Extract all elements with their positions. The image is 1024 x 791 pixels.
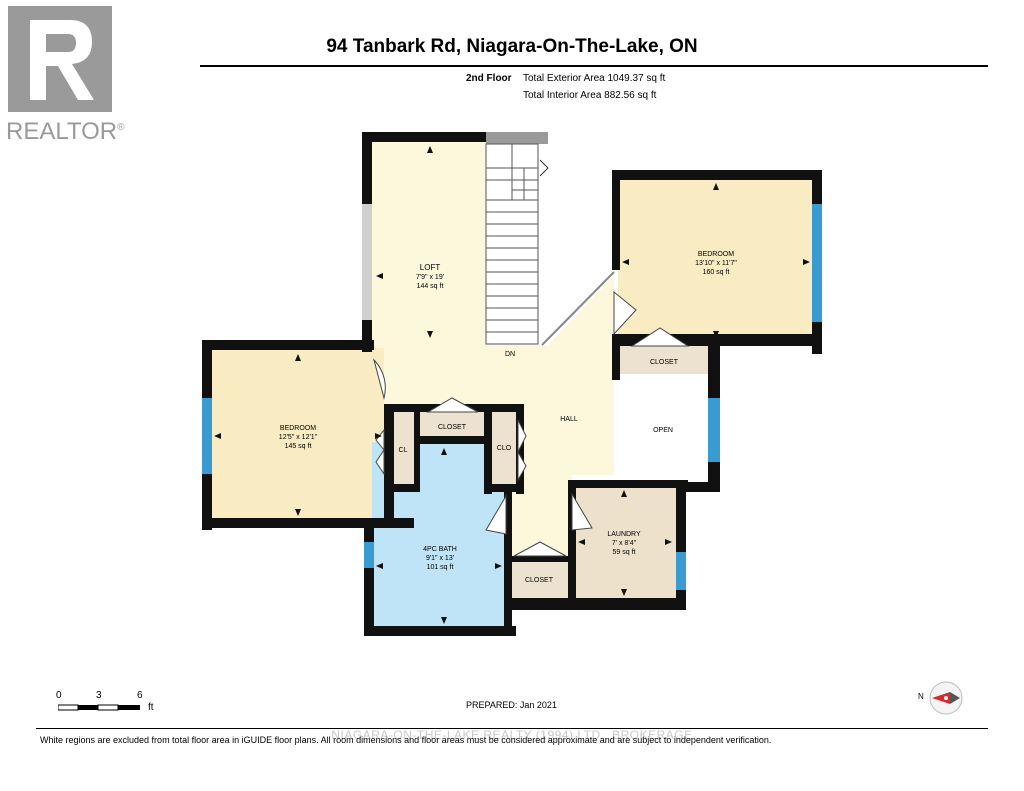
disclaimer-text: White regions are excluded from total fl… — [40, 735, 772, 745]
realtor-r-icon — [30, 20, 94, 100]
closet-right-floor — [620, 346, 708, 374]
clo-floor — [490, 412, 518, 484]
staircase — [485, 143, 549, 345]
bedroom-left-area: 145 sq ft — [285, 443, 312, 450]
closet-bottom-floor — [510, 560, 572, 598]
realtor-logo-text: REALTOR® — [6, 118, 125, 145]
stair-railing — [541, 271, 615, 346]
laundry-dims: 7' x 8'4" — [612, 540, 637, 547]
brokerage-watermark: NIAGARA-ON-THE-LAKE REALTY (1994) LTD., … — [331, 728, 693, 742]
bath-dims: 9'1" x 13' — [426, 555, 454, 562]
open-area-floor — [616, 376, 716, 486]
doors — [373, 290, 690, 557]
closet-bottom-label: CLOSET — [525, 577, 554, 584]
compass-north-label: N — [918, 692, 924, 701]
prepared-date: PREPARED: Jan 2021 — [466, 700, 557, 710]
bedroom-right-name: BEDROOM — [698, 251, 734, 258]
bedroom-left-dims: 12'5" x 12'1" — [279, 434, 318, 441]
compass-icon — [929, 681, 963, 715]
clo-label: CLO — [497, 445, 512, 452]
scale-tick-3: 3 — [96, 690, 102, 701]
closet-right-label: CLOSET — [650, 359, 679, 366]
realtor-logo-mark — [8, 6, 112, 112]
closet-top-label: CLOSET — [438, 424, 467, 431]
loft-hall-floor — [370, 140, 614, 560]
floor-label: 2nd Floor — [466, 73, 512, 84]
bedroom-left-floor — [210, 348, 384, 520]
bedroom-right-area: 160 sq ft — [703, 269, 730, 276]
dimension-arrows — [214, 146, 810, 624]
interior-area: Total Interior Area 882.56 sq ft — [523, 90, 657, 101]
page-title: 94 Tanbark Rd, Niagara-On-The-Lake, ON — [326, 36, 698, 57]
windows — [202, 204, 822, 590]
stair-floor — [486, 140, 542, 345]
exterior-area: Total Exterior Area 1049.37 sq ft — [523, 73, 666, 84]
closet-top-floor — [418, 412, 486, 440]
scale-tick-6: 6 — [137, 690, 143, 701]
scale-unit: ft — [148, 702, 154, 713]
bath-area: 101 sq ft — [427, 564, 454, 571]
loft-area: 144 sq ft — [417, 283, 444, 290]
bedroom-left-name: BEDROOM — [280, 425, 316, 432]
loft-dims: 7'9" x 19' — [416, 274, 444, 281]
bedroom-right-floor — [618, 176, 814, 346]
laundry-floor — [574, 486, 676, 598]
scale-bar-graphic — [58, 704, 140, 711]
bath-name: 4PC BATH — [423, 546, 457, 553]
open-area-label: OPEN — [653, 427, 673, 434]
compass: N — [918, 680, 968, 716]
hall-label: HALL — [560, 416, 578, 423]
laundry-name: LAUNDRY — [607, 531, 641, 538]
loft-name: LOFT — [420, 263, 441, 272]
stairs-down-label: DN — [505, 351, 515, 358]
realtor-logo: REALTOR® — [4, 6, 125, 145]
footer-divider — [36, 728, 988, 729]
title-divider — [200, 65, 988, 67]
laundry-area: 59 sq ft — [613, 549, 636, 556]
cl-label: CL — [399, 447, 408, 454]
scale-tick-0: 0 — [56, 690, 62, 701]
cl-floor — [390, 412, 416, 486]
bedroom-right-dims: 13'10" x 11'7" — [695, 260, 737, 267]
